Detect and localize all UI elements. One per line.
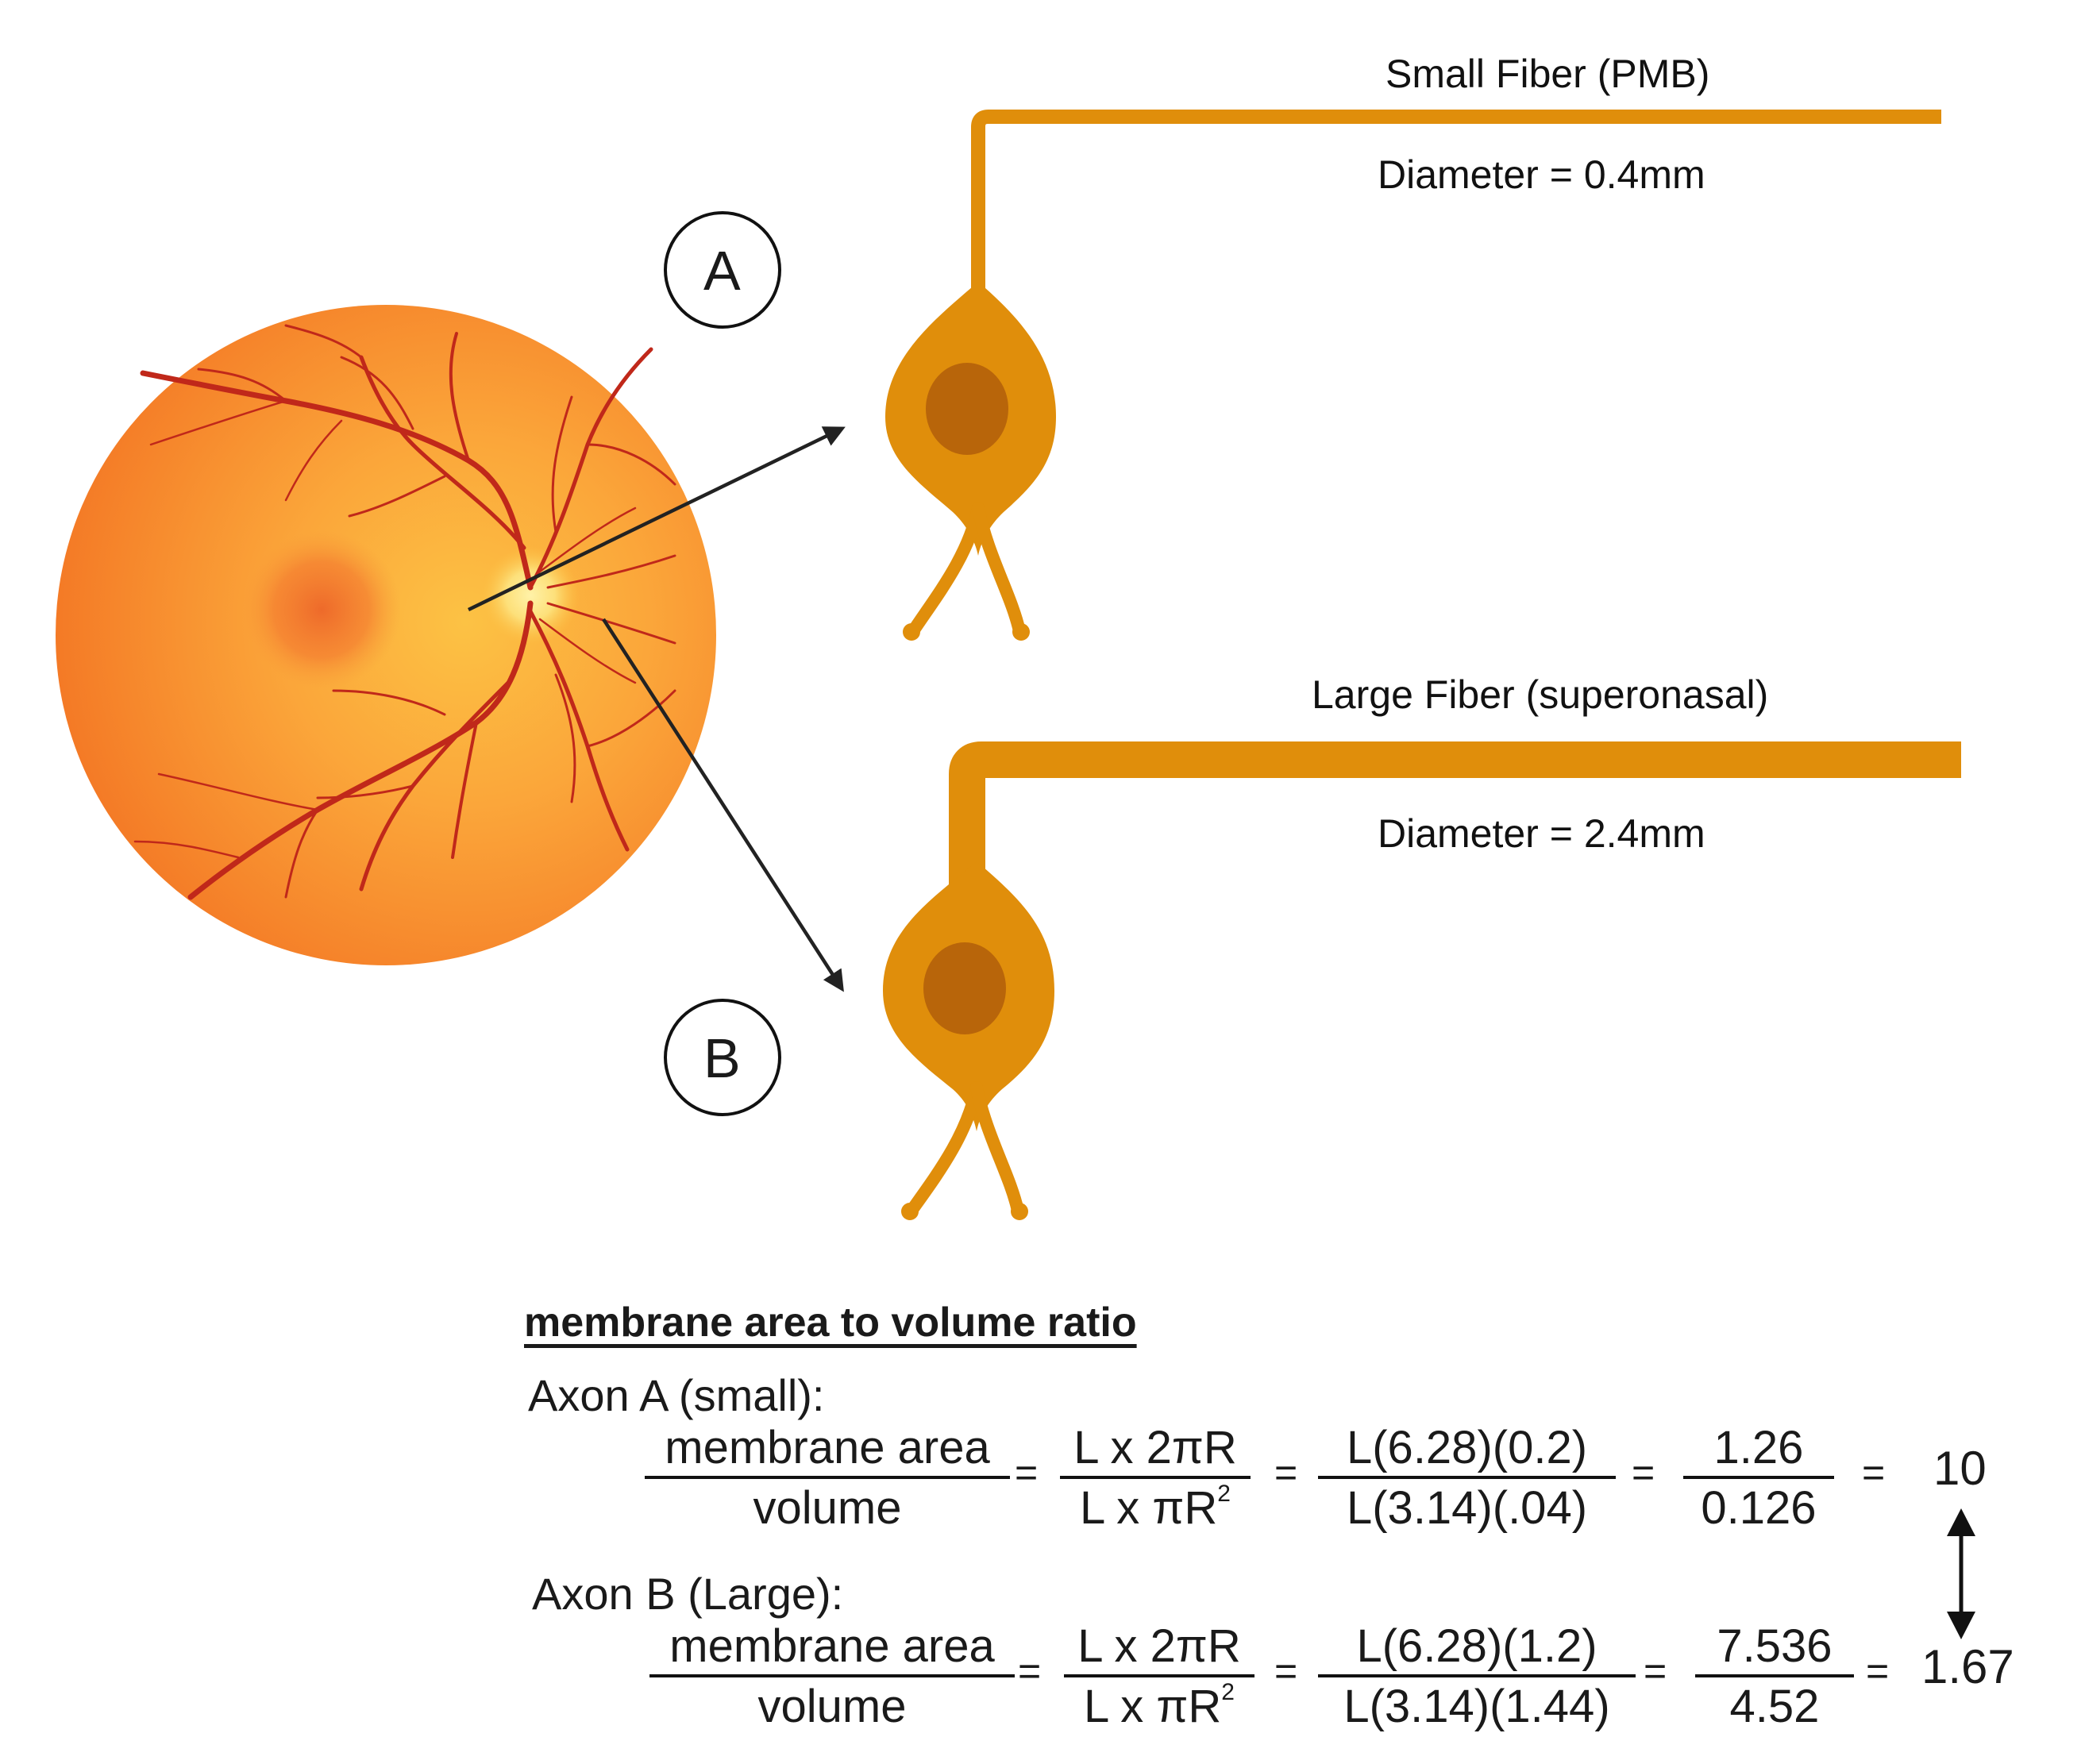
circle-a-letter: A: [703, 240, 741, 302]
axon-a-frac1-num: L x 2πR: [1060, 1425, 1251, 1479]
axon-a-frac1-den: L x πR2: [1080, 1481, 1231, 1534]
fiber-a-title: Small Fiber (PMB): [1386, 52, 1710, 96]
axon-b-ratio-num: membrane area: [649, 1623, 1015, 1677]
axon-b-frac3: 7.536 4.52: [1695, 1623, 1854, 1730]
macula: [242, 530, 401, 689]
axon-b-frac1-num: L x 2πR: [1064, 1623, 1254, 1677]
fiber-b-diameter: Diameter = 2.4mm: [1378, 811, 1705, 856]
axon-a-result: 10: [1933, 1442, 1987, 1495]
axon-b-eq4: =: [1866, 1649, 1890, 1693]
nucleus-b: [923, 942, 1006, 1034]
circle-a: [664, 211, 781, 329]
axon-b-frac2: L(6.28)(1.2) L(3.14)(1.44): [1318, 1623, 1636, 1730]
axon-b-eq2: =: [1274, 1649, 1298, 1693]
axon-a-frac2-den: L(3.14)(.04): [1346, 1482, 1588, 1534]
axon-a-frac2: L(6.28)(0.2) L(3.14)(.04): [1318, 1425, 1616, 1531]
fiber-a-diameter: Diameter = 0.4mm: [1378, 152, 1705, 197]
axon-a: [971, 110, 1941, 373]
axon-a-eq3: =: [1632, 1450, 1655, 1495]
axon-b-frac2-num: L(6.28)(1.2): [1318, 1623, 1636, 1677]
retina-fundus: [56, 305, 716, 965]
circle-b-letter: B: [703, 1027, 741, 1089]
nucleus-a: [926, 363, 1008, 455]
arrow-to-a: [468, 426, 846, 612]
axon-b-frac2-den: L(3.14)(1.44): [1343, 1681, 1610, 1732]
axon-a-label: Axon A (small):: [528, 1370, 825, 1420]
axon-b-ratio: membrane area volume: [649, 1623, 1015, 1730]
neuron-b: [883, 741, 1961, 1220]
blood-vessels: [133, 324, 676, 900]
optic-disc: [481, 546, 580, 645]
axon-b-result: 1.67: [1921, 1640, 2014, 1693]
axon-a-ratio-den: volume: [753, 1482, 902, 1534]
axon-b-frac1: L x 2πR L x πR2: [1064, 1623, 1254, 1730]
axon-b-frac3-den: 4.52: [1729, 1681, 1820, 1732]
formula-heading: membrane area to volume ratio: [524, 1300, 1137, 1346]
circle-b: [664, 999, 781, 1116]
axon-a-frac3: 1.26 0.126: [1683, 1425, 1834, 1531]
axon-a-eq4: =: [1862, 1450, 1886, 1495]
neuron-a: [885, 110, 1941, 641]
axon-a-ratio-num: membrane area: [645, 1425, 1010, 1479]
axon-a-frac3-num: 1.26: [1683, 1425, 1834, 1479]
axon-b: [949, 741, 1961, 905]
axon-b-frac3-num: 7.536: [1695, 1623, 1854, 1677]
axon-a-ratio: membrane area volume: [645, 1425, 1010, 1531]
axon-b-frac1-den: L x πR2: [1084, 1679, 1235, 1732]
axon-b-ratio-den: volume: [757, 1681, 907, 1732]
axon-a-eq2: =: [1274, 1450, 1298, 1495]
axon-a-eq1: =: [1015, 1450, 1039, 1495]
double-arrow: [1947, 1508, 1975, 1639]
axon-a-frac3-den: 0.126: [1701, 1482, 1817, 1534]
axon-b-label: Axon B (Large):: [532, 1569, 844, 1619]
axon-a-frac1: L x 2πR L x πR2: [1060, 1425, 1251, 1531]
axon-a-frac2-num: L(6.28)(0.2): [1318, 1425, 1616, 1479]
arrow-to-b: [602, 618, 844, 992]
axon-b-eq3: =: [1644, 1649, 1667, 1693]
axon-b-eq1: =: [1018, 1649, 1042, 1693]
fiber-b-title: Large Fiber (superonasal): [1312, 672, 1769, 717]
